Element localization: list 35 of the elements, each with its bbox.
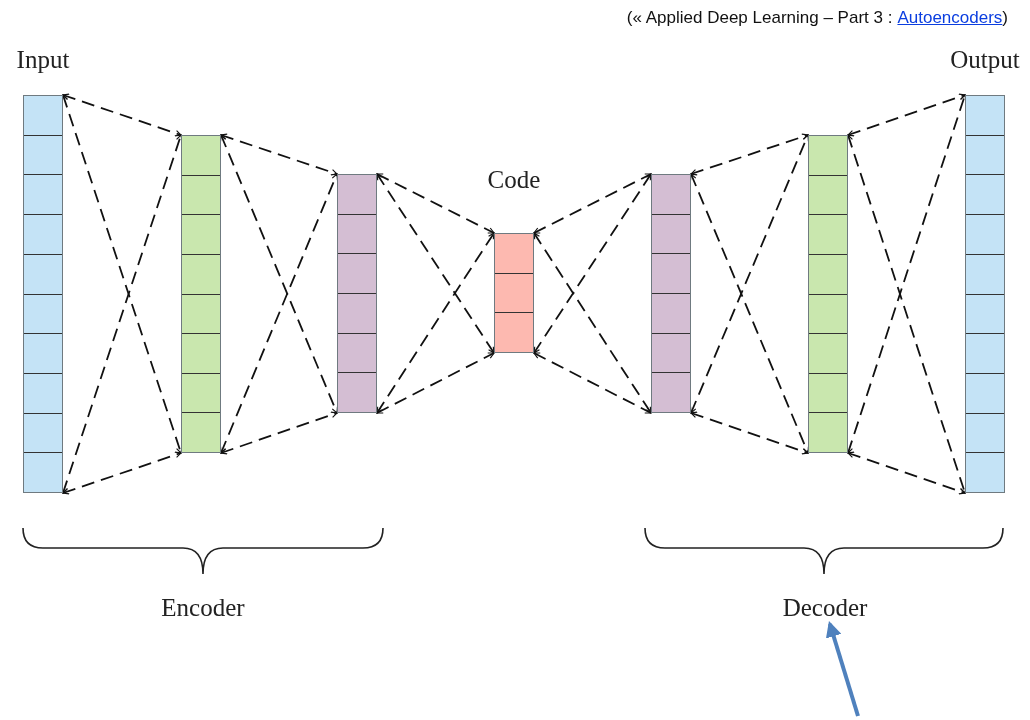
neuron-layer bbox=[181, 135, 221, 453]
connection-arrow bbox=[533, 173, 652, 234]
layer-title: Input bbox=[16, 46, 70, 74]
pointer-arrow bbox=[826, 620, 860, 717]
neuron-layer bbox=[651, 174, 691, 413]
layer-title: Code bbox=[487, 166, 541, 194]
neuron-layer bbox=[337, 174, 377, 413]
connection-arrow bbox=[690, 411, 809, 455]
group-label: Decoder bbox=[765, 592, 885, 624]
connection-arrow bbox=[376, 173, 495, 234]
connection-arrow bbox=[533, 352, 652, 414]
source-caption-end: ) bbox=[1002, 8, 1008, 28]
connection-arrow bbox=[220, 411, 338, 455]
connection-arrow bbox=[847, 93, 966, 137]
connection-arrow bbox=[62, 93, 182, 137]
source-caption: (« Applied Deep Learning – Part 3 : bbox=[626, 8, 893, 28]
connection-arrow bbox=[220, 134, 338, 414]
connection-arrow bbox=[376, 173, 495, 354]
connection-arrow bbox=[846, 94, 967, 454]
connection-arrow bbox=[847, 451, 966, 495]
connection-arrow bbox=[220, 173, 338, 454]
connection-arrow bbox=[376, 232, 495, 414]
connection-arrow bbox=[533, 173, 652, 354]
connection-arrow bbox=[533, 232, 652, 414]
connection-arrow bbox=[62, 451, 182, 495]
connection-arrow bbox=[220, 133, 338, 176]
connection-arrow bbox=[690, 173, 809, 454]
connection-arrow bbox=[61, 94, 183, 454]
layer-title: Output bbox=[950, 46, 1020, 74]
connection-arrow bbox=[690, 134, 809, 414]
connection-arrow bbox=[376, 352, 495, 414]
connection-arrow bbox=[690, 133, 809, 176]
connection-arrow bbox=[61, 134, 183, 494]
group-label: Encoder bbox=[160, 593, 246, 623]
neuron-layer bbox=[808, 135, 848, 453]
